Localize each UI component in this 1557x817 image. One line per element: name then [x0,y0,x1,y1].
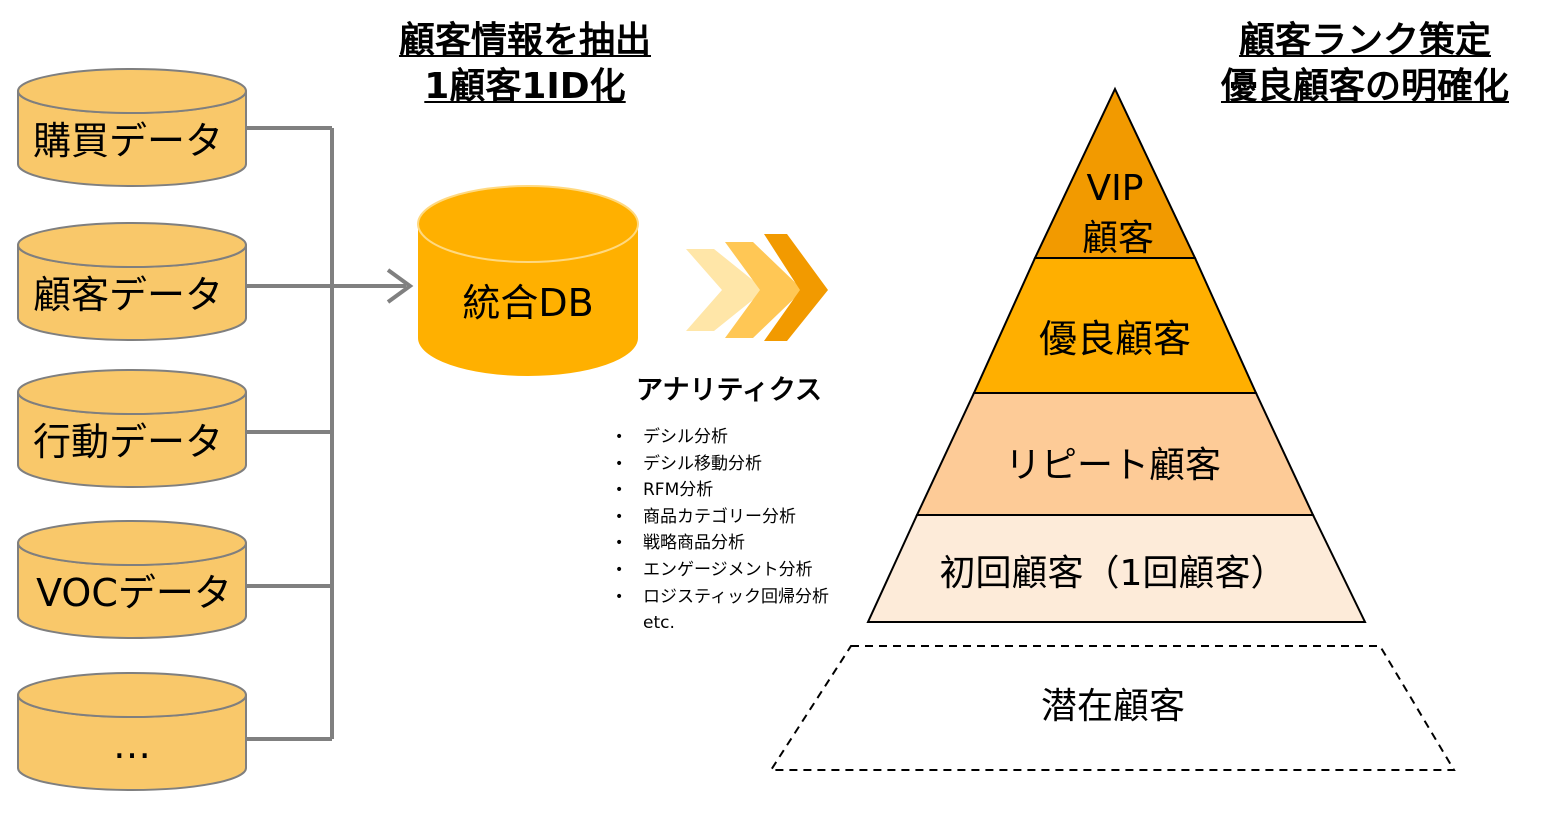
db-top [418,186,638,262]
db-label: 統合DB [462,281,593,325]
analytics-chevrons [686,234,828,341]
source-cylinder: VOCデータ [17,520,247,639]
heading-rank: 顧客ランク策定 優良顧客の明確化 [1170,18,1557,110]
integrated-db-cylinder: 統合DB [417,185,639,376]
source-cylinder: … [17,672,247,791]
chevron-dark [764,234,828,341]
cylinder-top [17,520,247,566]
analytics-item-etc: etc. [643,613,675,634]
base-label: 潜在顧客 [1041,686,1185,727]
analytics-item: デシル分析 [612,424,829,451]
analytics-item: 商品カテゴリー分析 [612,504,829,531]
analytics-item: ロジスティック回帰分析 [612,584,829,611]
source-label: 購買データ [33,119,223,163]
tier-label-excellent: 優良顧客 [1039,317,1191,361]
source-cylinder: 行動データ [17,369,247,488]
heading-line: 顧客ランク策定 [1238,20,1491,61]
analytics-item: デシル移動分析 [612,451,829,478]
source-label: 顧客データ [33,273,223,317]
chevron-light [686,249,765,331]
source-label: … [113,723,151,767]
potential-customer-base [769,645,1456,771]
db-body [418,224,638,376]
heading-line: 優良顧客の明確化 [1220,66,1509,107]
heading-line: 1顧客1ID化 [424,66,626,107]
analytics-list: デシル分析 デシル移動分析 RFM分析 商品カテゴリー分析 戦略商品分析 エンゲ… [612,424,829,637]
db-rim [417,185,639,263]
cylinder-top [17,672,247,718]
analytics-item: エンゲージメント分析 [612,557,829,584]
cylinder-top [17,222,247,268]
source-label: VOCデータ [36,571,232,615]
tier-label-vip-line1: VIP [1087,168,1144,209]
analytics-item: 戦略商品分析 [612,530,829,557]
cylinder-top [17,369,247,415]
analytics-title: アナリティクス [636,375,823,406]
connector-arrowhead [386,268,414,304]
tier-label-first-time: 初回顧客（1回顧客） [940,553,1287,594]
analytics-item: RFM分析 [612,477,829,504]
connector-lines [246,126,414,741]
tier-label-vip-line2: 顧客 [1082,218,1154,259]
source-label: 行動データ [33,420,223,464]
source-cylinder: 購買データ [17,68,247,187]
tier-label-repeat: リピート顧客 [1005,445,1221,486]
source-cylinder: 顧客データ [17,222,247,341]
heading-line: 顧客情報を抽出 [398,20,651,61]
customer-rank-pyramid [866,86,1367,623]
cylinder-top [17,68,247,114]
pyramid-tier-first-time [866,514,1367,623]
chevron-mid [725,242,803,338]
heading-extract: 顧客情報を抽出 1顧客1ID化 [330,18,720,110]
